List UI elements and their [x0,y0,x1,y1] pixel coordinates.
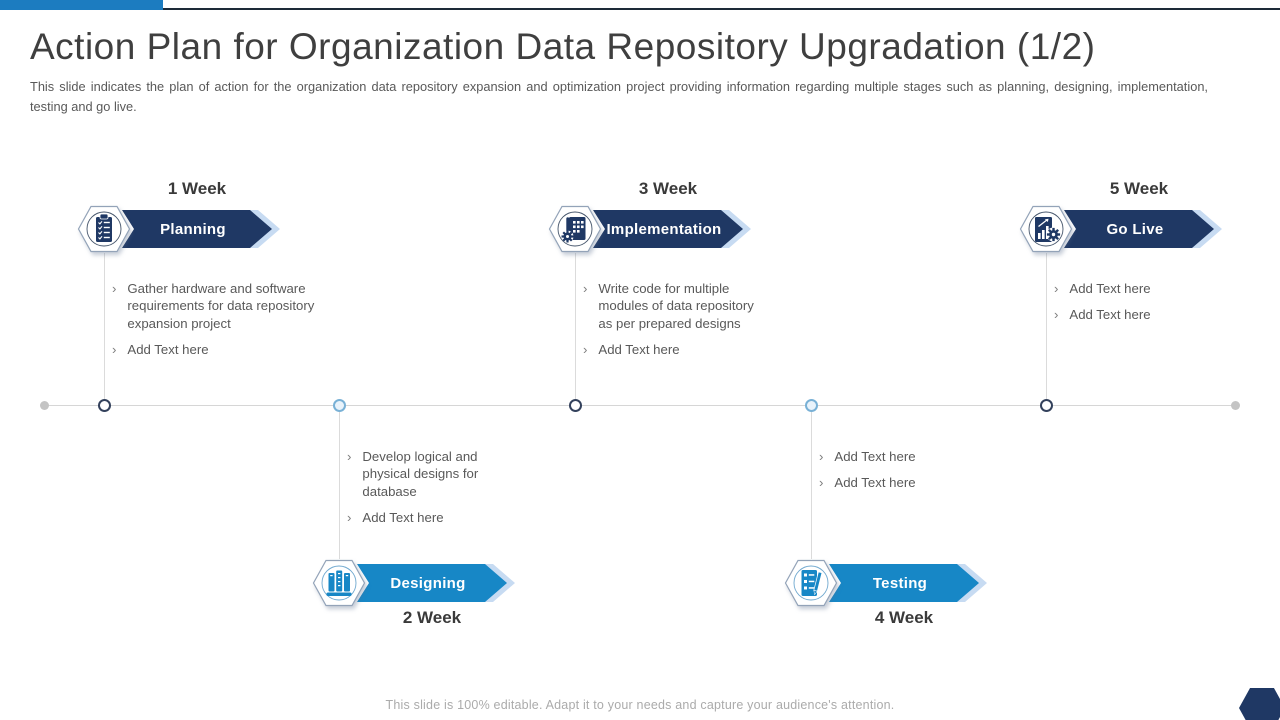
bullet-text: Add Text here [1069,307,1151,323]
bullet-text: Add Text here [834,449,916,464]
bullet-marker: › [112,342,117,358]
timeline-end-dot [1231,401,1240,410]
footer-note: This slide is 100% editable. Adapt it to… [385,698,895,712]
blueprint-gear-icon [548,205,602,253]
bullet-item: › Gather hardware and software requireme… [112,280,317,332]
timeline-node [1040,399,1053,412]
stage-bullets: › Gather hardware and software requireme… [112,280,317,368]
bullet-item-placeholder[interactable]: › Add Text here [583,341,755,358]
stage-banner: Go Live [1064,210,1214,248]
top-divider-line [163,8,1280,10]
bullet-text: Write code for multiple modules of data … [598,281,754,331]
bullet-text: Add Text here [1069,281,1151,296]
bullet-marker: › [819,475,824,491]
stage-banner: Planning [122,210,272,248]
stage-name: Planning [160,220,226,238]
bullet-item-placeholder[interactable]: › Add Text here [347,509,512,526]
bullet-item-placeholder[interactable]: › Add Text here [1054,306,1214,323]
clipboard-checklist-icon [77,205,131,253]
stage-hexagon [77,205,131,253]
stage-banner: Designing [357,564,507,602]
bullet-marker: › [583,281,588,296]
stage-bullets: › Write code for multiple modules of dat… [583,280,755,368]
books-ruler-icon [312,559,366,607]
stage-name: Designing [390,574,466,592]
corner-hexagon-decoration [1239,688,1280,720]
bullet-item: › Develop logical and physical designs f… [347,448,512,500]
checklist-pencil-icon [784,559,838,607]
bullet-marker: › [347,510,352,526]
stage-name: Implementation [606,220,722,238]
bullet-marker: › [1054,281,1059,296]
stage-connector [104,253,105,399]
timeline-node [333,399,346,412]
stage-connector [811,412,812,559]
bullet-marker: › [1054,307,1059,323]
bullet-item-placeholder[interactable]: › Add Text here [819,448,969,465]
week-label: 4 Week [874,608,934,627]
stage-hexagon [312,559,366,607]
week-label: 1 Week [167,179,227,198]
stage-connector [1046,253,1047,399]
bullet-marker: › [819,449,824,464]
stage-hexagon [548,205,602,253]
timeline-line [44,405,1236,406]
week-label: 3 Week [638,179,698,198]
week-label: 5 Week [1109,179,1169,198]
bullet-item-placeholder[interactable]: › Add Text here [112,341,317,358]
stage-name: Go Live [1106,220,1164,238]
timeline-node [98,399,111,412]
bullet-marker: › [112,281,117,296]
bullet-text: Add Text here [598,342,680,358]
stage-banner: Testing [829,564,979,602]
chart-gear-icon [1019,205,1073,253]
stage-connector [575,253,576,399]
stage-bullets: › Add Text here › Add Text here [819,448,969,501]
bullet-text: Develop logical and physical designs for… [362,449,479,499]
stage-bullets: › Develop logical and physical designs f… [347,448,512,536]
bullet-item-placeholder[interactable]: › Add Text here [1054,280,1214,297]
stage-hexagon [1019,205,1073,253]
week-label: 2 Week [402,608,462,627]
bullet-text: Add Text here [362,510,444,526]
timeline-node [569,399,582,412]
bullet-item: › Write code for multiple modules of dat… [583,280,755,332]
stage-connector [339,412,340,559]
stage-name: Testing [872,574,928,592]
stage-bullets: › Add Text here › Add Text here [1054,280,1214,333]
bullet-text: Add Text here [127,342,209,358]
top-accent-bar [0,0,163,10]
page-title: Action Plan for Organization Data Reposi… [30,26,1096,67]
bullet-marker: › [583,342,588,358]
bullet-item-placeholder[interactable]: › Add Text here [819,474,969,491]
bullet-text: Add Text here [834,475,916,491]
timeline-start-dot [40,401,49,410]
timeline-node [805,399,818,412]
stage-hexagon [784,559,838,607]
stage-banner: Implementation [593,210,743,248]
slide-description: This slide indicates the plan of action … [30,79,1208,114]
bullet-marker: › [347,449,352,464]
bullet-text: Gather hardware and software requirement… [127,281,315,331]
